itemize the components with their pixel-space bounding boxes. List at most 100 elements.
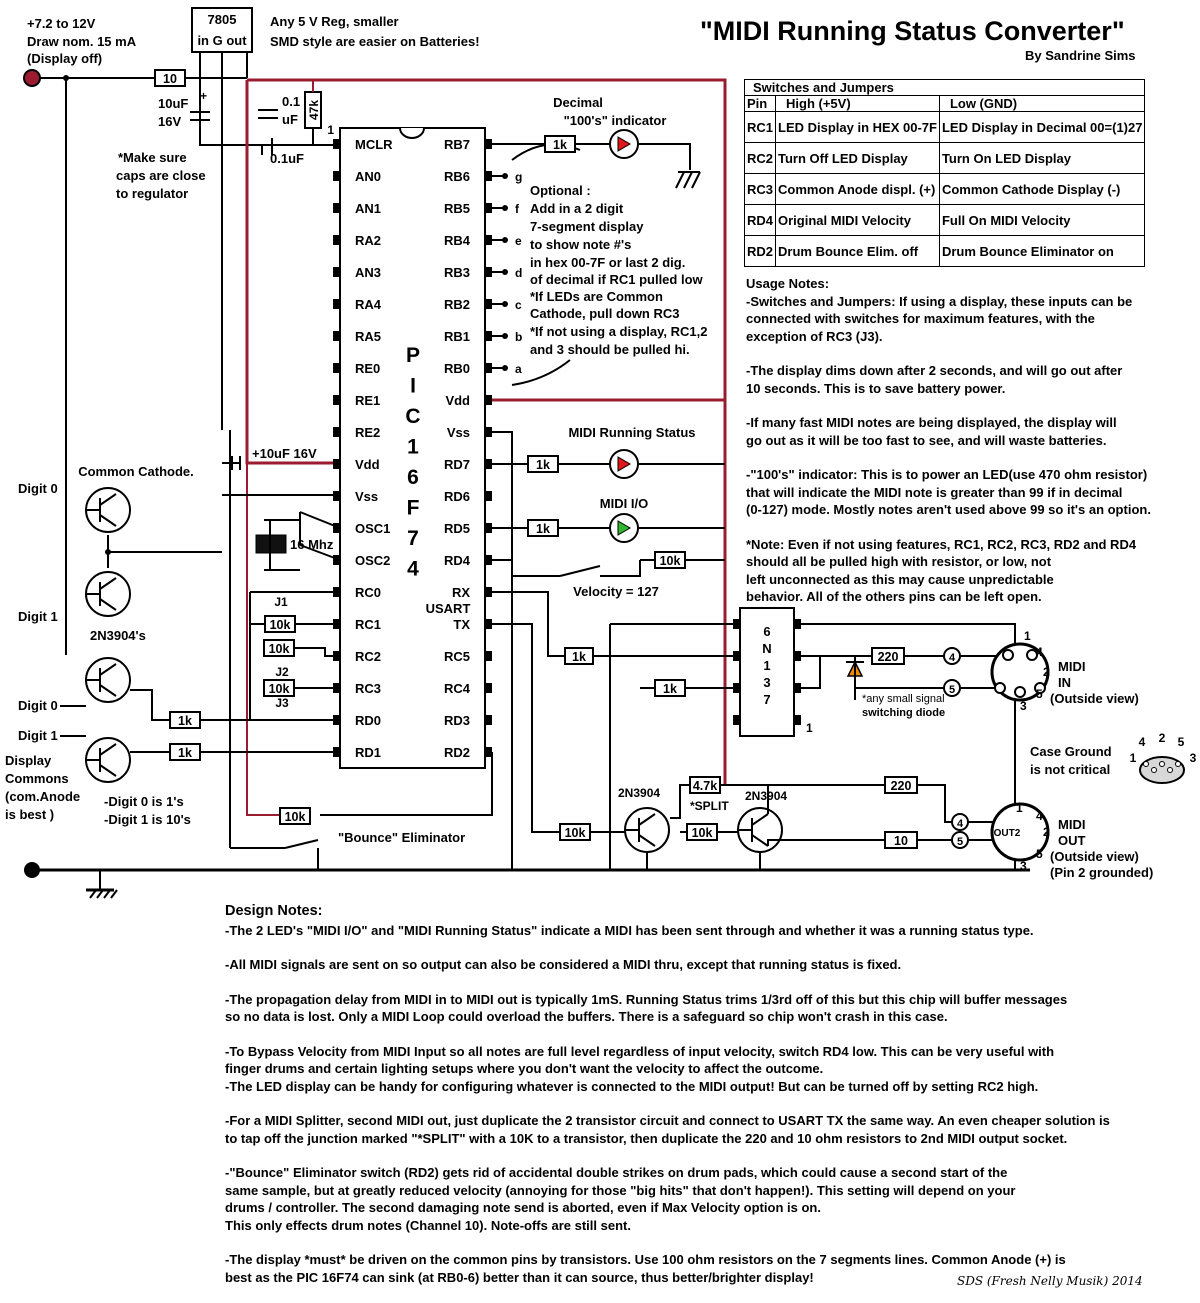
din-pinout-label: 1 <box>1130 751 1137 765</box>
junction-dot <box>502 301 508 307</box>
chip-pin <box>485 715 492 725</box>
pin-marker-label: 5 <box>949 684 955 696</box>
case-ground-label: is not critical <box>1030 762 1110 777</box>
left-pin-label: RA2 <box>355 233 381 248</box>
wire <box>638 813 656 826</box>
din-pin-label: 5 <box>1036 687 1043 701</box>
chip-pin <box>485 651 492 661</box>
chip-pin <box>333 139 340 149</box>
pin-marker-label: 5 <box>957 836 963 848</box>
diode-note: switching diode <box>862 707 945 719</box>
wire <box>670 784 690 819</box>
junction-dot <box>63 75 69 81</box>
junction-dot <box>502 205 508 211</box>
chip-notch <box>399 127 425 139</box>
chip-pin <box>485 267 492 277</box>
chip-pin <box>333 267 340 277</box>
chip-name-letter: 7 <box>407 527 419 550</box>
chip-pin <box>485 427 492 437</box>
opto-label: 1 <box>763 658 770 673</box>
opto-pin <box>794 715 801 725</box>
wire <box>99 598 117 611</box>
wire <box>99 764 117 777</box>
din-pin <box>1014 686 1026 698</box>
indicator-label: MIDI I/O <box>600 496 648 511</box>
pin-marker-label: 4 <box>949 652 956 664</box>
led-midi-io-symbol <box>617 520 631 536</box>
segment-letter: f <box>515 202 520 216</box>
led-100s-symbol <box>617 136 631 152</box>
left-pin-label: OSC1 <box>355 521 390 536</box>
table-cell: Full On MIDI Velocity <box>938 204 1146 236</box>
chip-pin <box>333 331 340 341</box>
wire <box>299 544 341 561</box>
chip-pin <box>485 235 492 245</box>
optional-note: to show note #'s <box>530 237 631 252</box>
din-pin-label: 4 <box>1036 645 1043 659</box>
cap-plus: + <box>200 89 207 103</box>
opto-pin <box>794 683 801 693</box>
common-cathode-label: Common Cathode. <box>78 464 194 479</box>
regulator-7805 <box>191 7 253 53</box>
din-pinout-icon <box>1139 756 1185 784</box>
signature: SDS (Fresh Nelly Musik) 2014 <box>957 1274 1143 1288</box>
wire <box>99 577 117 590</box>
left-pin-label: RA4 <box>355 297 382 312</box>
table-cell: RC1 <box>743 111 777 143</box>
left-pin-label: RE2 <box>355 425 380 440</box>
wire <box>96 889 104 899</box>
right-pin-label: RD2 <box>444 745 470 760</box>
right-pin-label: RC4 <box>444 681 471 696</box>
chip-pin <box>485 683 492 693</box>
midi-out-label: (Pin 2 grounded) <box>1050 865 1153 880</box>
table-cell: Drum Bounce Elim. off <box>775 235 940 267</box>
din-pin-label: 3 <box>1020 699 1027 713</box>
wire <box>99 514 117 527</box>
chip-pin <box>333 459 340 469</box>
table-cell: Turn Off LED Display <box>775 142 940 174</box>
regulator-label: 7805 <box>208 12 237 27</box>
left-pin-label: RC3 <box>355 681 381 696</box>
crystal-label: 16 Mhz <box>290 537 334 552</box>
right-pin-label: RD3 <box>444 713 470 728</box>
chip-pin <box>485 395 492 405</box>
resistor-220-label: 220 <box>891 779 912 793</box>
usage-note: -If many fast MIDI notes are being displ… <box>746 415 1117 448</box>
midi-in-label: IN <box>1058 675 1071 690</box>
usage-note: -The display dims down after 2 seconds, … <box>746 363 1123 396</box>
optional-note: Cathode, pull down RC3 <box>530 306 680 321</box>
din-pinout-pin <box>1143 761 1149 767</box>
opto-pin <box>733 651 740 661</box>
left-pin-label: OSC2 <box>355 553 390 568</box>
wire <box>299 511 341 529</box>
commons-label: (com.Anode <box>5 789 80 804</box>
indicator-label: Decimal <box>553 95 603 110</box>
din-pin-label: 2 <box>1043 665 1050 679</box>
design-note: -The propagation delay from MIDI in to M… <box>225 991 1068 1025</box>
wire <box>801 623 1016 650</box>
junction-dot <box>502 269 508 275</box>
cap-label: uF <box>282 112 298 127</box>
chip-pin <box>333 363 340 373</box>
left-pin-label: RE1 <box>355 393 380 408</box>
chip-pin <box>485 363 492 373</box>
design-note: -"Bounce" Eliminator switch (RD2) gets r… <box>225 1165 1016 1233</box>
din-pin <box>1026 649 1038 661</box>
resistor-10k-label: 10k <box>660 554 681 568</box>
split-label: *SPLIT <box>690 799 729 813</box>
segment-letter: e <box>515 234 522 248</box>
din-pin-label: 5 <box>1036 847 1043 861</box>
segment-letter: g <box>515 170 522 184</box>
bracket-curve <box>511 359 571 386</box>
wire <box>638 834 656 847</box>
din-pinout-pin <box>1159 761 1165 767</box>
resistor-10k-label: 10k <box>565 826 586 840</box>
right-pin-label: RB6 <box>444 169 470 184</box>
power-input-label: Draw nom. 15 mA <box>27 34 137 49</box>
resistor-10k <box>279 807 311 825</box>
author-byline: By Sandrine Sims <box>1025 48 1136 63</box>
led-running-status-symbol <box>617 456 631 472</box>
wire <box>917 784 952 823</box>
segment-letter: d <box>515 266 522 280</box>
wire <box>89 889 97 899</box>
